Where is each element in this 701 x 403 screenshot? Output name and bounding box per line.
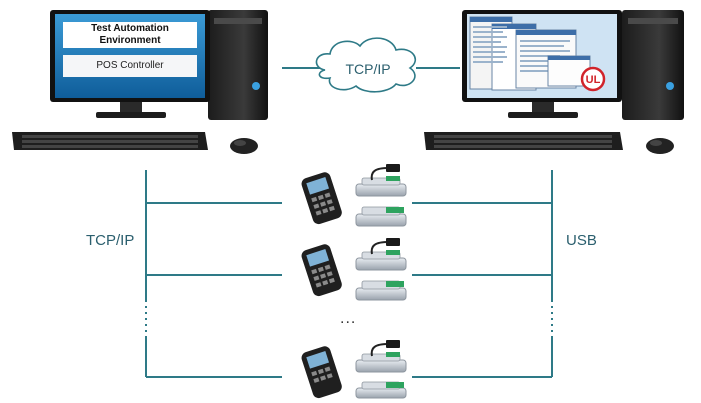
device-row-1 [301,164,407,227]
screen-subtitle: POS Controller [96,60,164,71]
left-bus-label: TCP/IP [86,232,135,249]
more-devices-ellipsis: ... [340,310,357,327]
usb-card-reader-icon [355,164,407,227]
device-row-3 [301,340,407,399]
network-connection: TCP/IP [282,37,460,93]
usb-card-reader-icon [355,340,407,399]
payment-terminal-icon [301,244,342,297]
screen-subtitle-panel: POS Controller [63,55,197,77]
network-label: TCP/IP [345,61,390,77]
usb-card-reader-icon [355,238,407,301]
device-row-2 [301,238,407,301]
right-computer: UL [424,10,684,154]
power-led-icon [252,82,260,90]
payment-terminal-icon [301,172,342,225]
right-tower [622,10,684,120]
screen-title-panel: Test Automation Environment [63,22,197,48]
left-mouse [230,138,258,154]
ul-logo-icon [580,66,606,92]
cloud-icon [315,37,416,93]
payment-terminal-icon [301,346,342,399]
right-bus-label: USB [566,232,597,249]
left-tower [208,10,268,120]
power-led-icon [666,82,674,90]
screen-title: Test Automation Environment [91,23,169,46]
bus-lines [145,170,553,378]
ul-logo-text: UL [586,74,601,86]
right-mouse [646,138,674,154]
